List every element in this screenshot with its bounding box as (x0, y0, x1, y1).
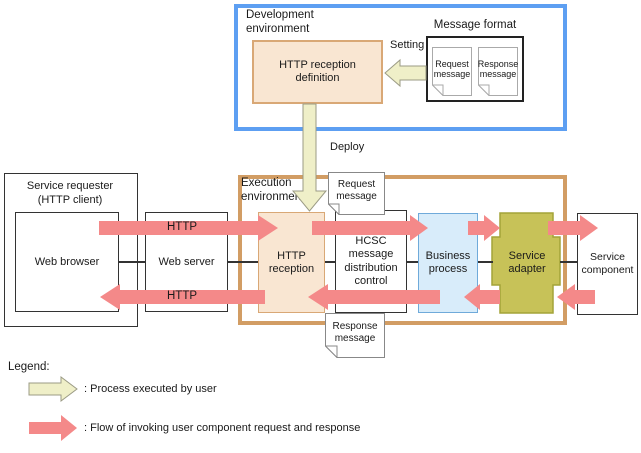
message-format-label: Message format (433, 19, 517, 31)
legend-user-process-text: : Process executed by user (84, 383, 217, 395)
flow-arrow-icon (29, 415, 77, 441)
document-icon (325, 313, 385, 358)
service-component-label: Service component (581, 251, 634, 276)
response-message-doc-label: Response message (477, 58, 519, 80)
http-reception-box: HTTP reception (258, 212, 325, 313)
business-process-box: Business process (418, 213, 478, 313)
connector-server-reception (228, 261, 258, 263)
request-message-doc-format: Request message (432, 47, 472, 96)
document-icon (478, 47, 518, 96)
http-reception-definition-box: HTTP reception definition (252, 40, 383, 104)
service-adapter-label: Service adapter (508, 250, 546, 275)
service-requester-label: Service requester (HTTP client) (26, 180, 114, 206)
setting-label: Setting (390, 39, 425, 51)
user-process-arrow-icon (28, 376, 78, 402)
legend-item-user-process: : Process executed by user (28, 376, 217, 402)
legend-flow-text: : Flow of invoking user component reques… (84, 422, 361, 434)
hcsc-message-distribution-box: HCSC message distribution control (335, 210, 407, 313)
connector-hcsc-bizproc (407, 261, 418, 263)
web-browser-box: Web browser (15, 212, 119, 312)
hcsc-label: HCSC message distribution control (344, 234, 398, 288)
execution-environment-box (238, 175, 567, 325)
response-message-doc-format: Response message (478, 47, 518, 96)
business-process-label: Business process (425, 250, 471, 275)
document-icon (432, 47, 472, 96)
execution-environment-label: Execution environment (241, 177, 305, 203)
web-browser-label: Web browser (34, 255, 100, 268)
http-reception-label: HTTP reception (268, 249, 315, 275)
legend-item-flow: : Flow of invoking user component reques… (28, 414, 360, 442)
request-message-doc: Request message (328, 172, 385, 215)
connector-bizproc-adapter (478, 261, 493, 263)
development-environment-label: Development environment (246, 9, 314, 35)
deploy-label: Deploy (330, 141, 365, 153)
http-label-bottom: HTTP (166, 290, 198, 302)
http-reception-definition-label: HTTP reception definition (279, 59, 356, 84)
response-message-label: Response message (332, 321, 378, 345)
request-message-label: Request message (336, 179, 377, 203)
response-message-doc: Response message (325, 313, 385, 358)
request-message-doc-label: Request message (433, 58, 471, 80)
connector-adapter-component (560, 261, 577, 263)
connector-reception-hcsc (325, 261, 335, 263)
legend-title: Legend: (8, 361, 50, 373)
http-label-top: HTTP (166, 221, 198, 233)
service-component-box: Service component (577, 213, 638, 315)
web-server-label: Web server (158, 255, 215, 268)
document-icon (328, 172, 385, 215)
connector-browser-server (119, 261, 145, 263)
